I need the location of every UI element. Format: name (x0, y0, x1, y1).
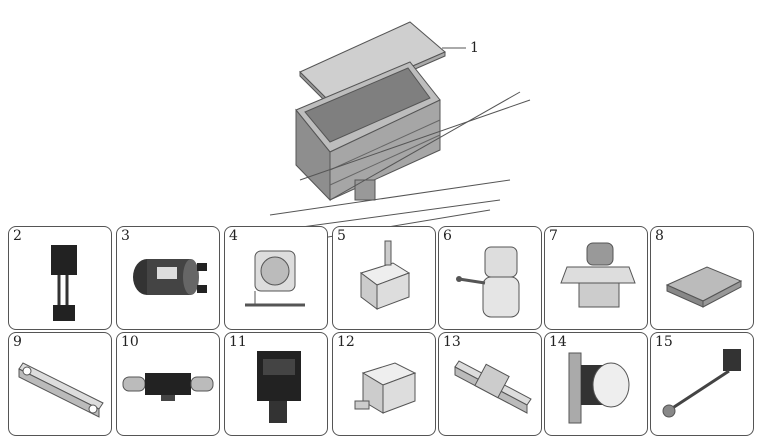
part-panel-11: 11 (224, 332, 328, 436)
part-panel-4: 4 (224, 226, 328, 330)
part-panel-13: 13 (438, 332, 542, 436)
part-panel-14: 14 (544, 332, 648, 436)
relay-block-icon (359, 240, 411, 310)
part-number: 9 (13, 334, 22, 350)
part-panel-2: 2 (8, 226, 112, 330)
part-number: 12 (337, 334, 355, 350)
part-panel-15: 15 (650, 332, 754, 436)
bolt-fuse-icon (122, 373, 214, 401)
relay-harness-icon (51, 245, 77, 321)
part-number: 8 (655, 228, 664, 244)
part-number: 15 (655, 334, 673, 350)
part-number: 11 (229, 334, 247, 350)
sensor-cable-icon (662, 349, 741, 418)
starter-relay-icon (456, 246, 520, 318)
flat-fuse-icon (665, 266, 743, 308)
strip-fuse-large-icon (454, 360, 532, 414)
strip-fuse-icon (18, 362, 104, 418)
part-panel-10: 10 (116, 332, 220, 436)
part-number: 5 (337, 228, 346, 244)
part-number: 13 (443, 334, 461, 350)
callout-1: 1 (470, 40, 479, 56)
part-panel-3: 3 (116, 226, 220, 330)
part-panel-7: 7 (544, 226, 648, 330)
part-number: 6 (443, 228, 452, 244)
part-panel-9: 9 (8, 332, 112, 436)
rotary-switch-icon (568, 352, 630, 424)
part-panel-5: 5 (332, 226, 436, 330)
relay-module-icon (257, 351, 301, 423)
horn-bracket-icon (245, 250, 305, 307)
flasher-relay-icon (354, 362, 417, 414)
part-number: 10 (121, 334, 139, 350)
part-number: 3 (121, 228, 130, 244)
part-number: 14 (549, 334, 567, 350)
part-number: 4 (229, 228, 238, 244)
part-panel-8: 8 (650, 226, 754, 330)
part-panel-12: 12 (332, 332, 436, 436)
part-panel-6: 6 (438, 226, 542, 330)
solenoid-icon (133, 259, 207, 295)
part-number: 7 (549, 228, 558, 244)
push-switch-icon (560, 242, 636, 308)
part-number: 2 (13, 228, 22, 244)
